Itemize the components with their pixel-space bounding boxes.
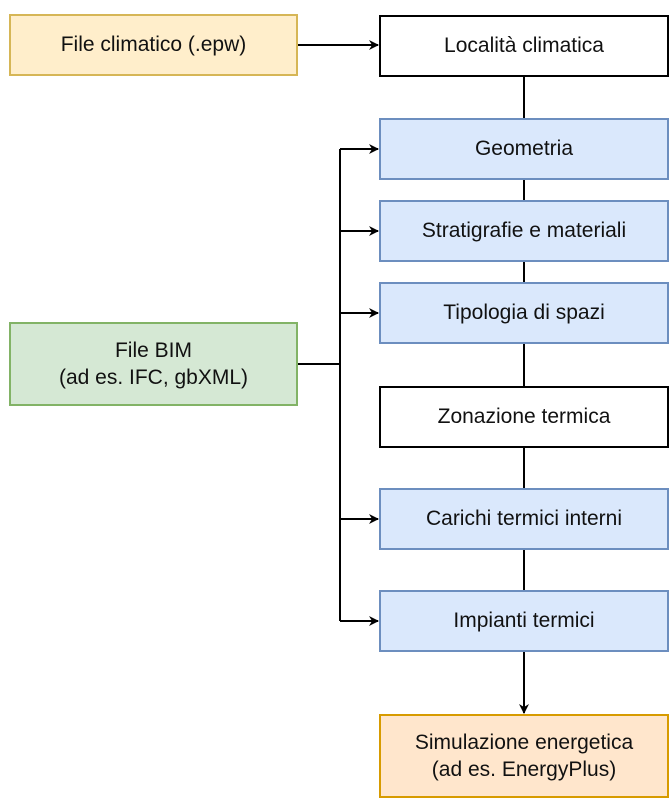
climate-file-box: File climatico (.epw): [9, 14, 298, 76]
bim-file-box: File BIM (ad es. IFC, gbXML): [9, 322, 298, 406]
hvac-systems-box: Impianti termici: [379, 590, 669, 652]
thermal-zoning-label: Zonazione termica: [437, 405, 611, 429]
geometry-box: Geometria: [379, 118, 669, 180]
energy-simulation-label: Simulazione energetica (ad es. EnergyPlu…: [414, 730, 634, 781]
geometry-label: Geometria: [474, 137, 574, 161]
space-types-box: Tipologia di spazi: [379, 282, 669, 344]
energy-simulation-box: Simulazione energetica (ad es. EnergyPlu…: [379, 714, 669, 798]
stratigraphy-box: Stratigrafie e materiali: [379, 200, 669, 262]
stratigraphy-label: Stratigrafie e materiali: [421, 219, 627, 243]
space-types-label: Tipologia di spazi: [443, 301, 605, 325]
hvac-systems-label: Impianti termici: [453, 609, 595, 633]
climate-file-label: File climatico (.epw): [60, 33, 247, 57]
location-label: Località climatica: [444, 34, 604, 58]
internal-loads-box: Carichi termici interni: [379, 488, 669, 550]
internal-loads-label: Carichi termici interni: [425, 507, 623, 531]
bim-file-label: File BIM (ad es. IFC, gbXML): [58, 338, 249, 389]
location-box: Località climatica: [379, 15, 669, 77]
thermal-zoning-box: Zonazione termica: [379, 386, 669, 448]
